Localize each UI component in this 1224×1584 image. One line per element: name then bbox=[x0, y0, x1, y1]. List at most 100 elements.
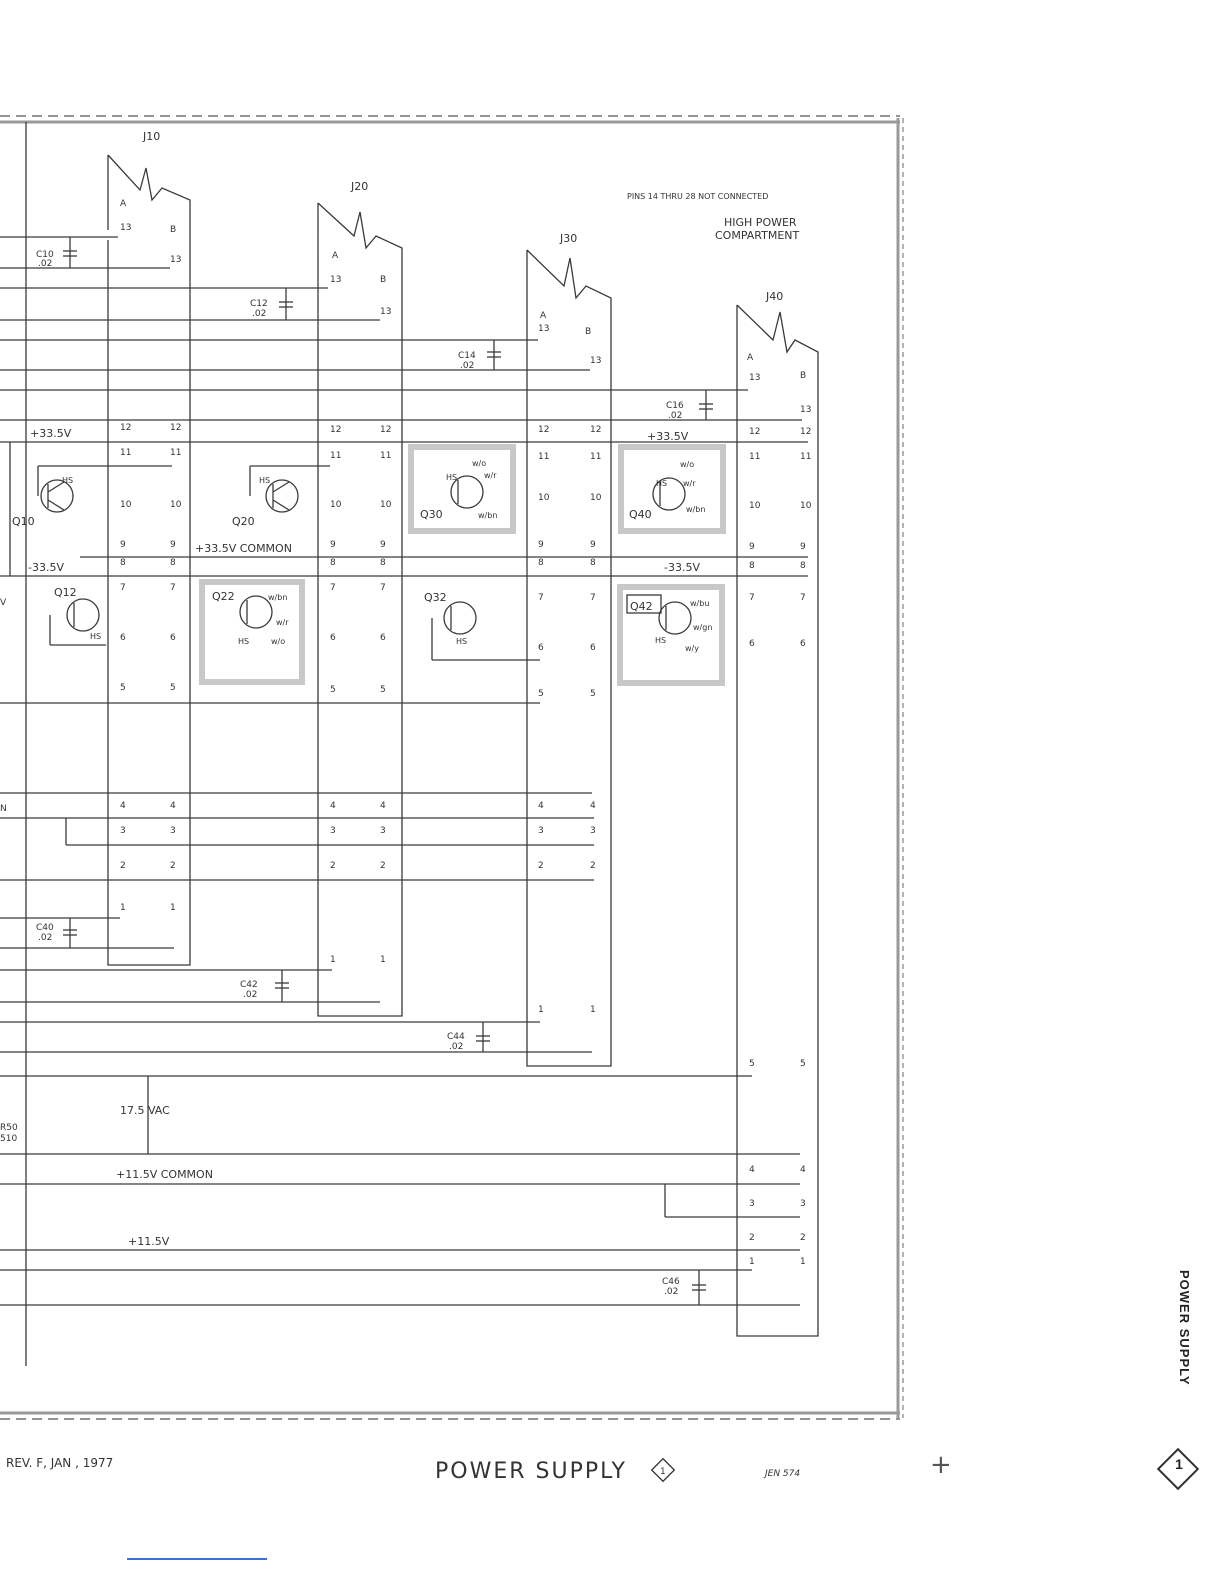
j10-pin-b-4: 4 bbox=[170, 801, 176, 811]
j30-pin-b-13: 13 bbox=[590, 356, 601, 366]
transistor-q40: Q40 HS w/o w/r w/bn bbox=[629, 460, 705, 521]
j20-pin-a-3: 3 bbox=[330, 826, 336, 836]
j30-pin-b-3: 3 bbox=[590, 826, 596, 836]
j10-pin-a-5: 5 bbox=[120, 683, 126, 693]
c44-value: .02 bbox=[449, 1042, 463, 1052]
connector-j30: J30 A B bbox=[526, 232, 612, 1067]
j20-pin-a-2: 2 bbox=[330, 861, 336, 871]
j30-pin-b-9: 9 bbox=[590, 540, 596, 550]
q22-wire-wr: w/r bbox=[276, 618, 289, 627]
j20-pin-a-6: 6 bbox=[330, 633, 336, 643]
j10-pin-b-7: 7 bbox=[170, 583, 176, 593]
drawing-code: JEN 574 bbox=[763, 1469, 800, 1479]
q20-label: Q20 bbox=[232, 515, 255, 528]
q30-wire-wbn: w/bn bbox=[478, 511, 497, 520]
transistor-q12: Q12 HS bbox=[49, 586, 106, 646]
j40-pin-b-3: 3 bbox=[800, 1199, 806, 1209]
j10-pin-b-8: 8 bbox=[170, 558, 176, 568]
j30-pin-b-4: 4 bbox=[590, 801, 596, 811]
q22-wire-wbn: w/bn bbox=[268, 593, 287, 602]
j40-pin-b-1: 1 bbox=[800, 1257, 806, 1267]
j10-pin-a-4: 4 bbox=[120, 801, 126, 811]
j20-pin-b-2: 2 bbox=[380, 861, 386, 871]
j40-pin-b-4: 4 bbox=[800, 1165, 806, 1175]
q30-wire-wo: w/o bbox=[472, 459, 486, 468]
capacitor-c14: C14 .02 bbox=[458, 340, 501, 371]
c14-value: .02 bbox=[460, 361, 474, 371]
j40-pin-a-6: 6 bbox=[749, 639, 755, 649]
j30-pin-b-11: 11 bbox=[590, 452, 601, 462]
q30-hs: HS bbox=[446, 473, 457, 482]
j20-pin-b-5: 5 bbox=[380, 685, 386, 695]
j20-pin-b-4: 4 bbox=[380, 801, 386, 811]
partial-label-on: N bbox=[0, 804, 7, 814]
c12-value: .02 bbox=[252, 309, 266, 319]
j30-pin-a-5: 5 bbox=[538, 689, 544, 699]
j30-pin-a-7: 7 bbox=[538, 593, 544, 603]
q20-hs: HS bbox=[259, 476, 270, 485]
rail-common33: +33.5V COMMON bbox=[195, 542, 292, 555]
j10-pin-b-13: 13 bbox=[170, 255, 181, 265]
j30-pin-a-4: 4 bbox=[538, 801, 544, 811]
revision-note: REV. F, JAN , 1977 bbox=[6, 1456, 113, 1470]
rail-wiring bbox=[0, 441, 808, 1306]
j10-pin-a-8: 8 bbox=[120, 558, 126, 568]
j20-pin-a-10: 10 bbox=[330, 500, 342, 510]
j30-pin-b-12: 12 bbox=[590, 425, 601, 435]
connector-j20: J20 A B bbox=[317, 180, 403, 1017]
q42-wire-wbu: w/bu bbox=[690, 599, 709, 608]
j30-pin-a-3: 3 bbox=[538, 826, 544, 836]
transistor-q30: Q30 HS w/o w/r w/bn bbox=[420, 459, 497, 521]
q40-label: Q40 bbox=[629, 508, 652, 521]
j40-pin-a-2: 2 bbox=[749, 1233, 755, 1243]
capacitor-c40: C40 .02 bbox=[36, 918, 77, 948]
c46-value: .02 bbox=[664, 1287, 678, 1297]
j10-pin-a-6: 6 bbox=[120, 633, 126, 643]
transistor-q32: Q32 HS bbox=[424, 591, 540, 661]
q10-hs: HS bbox=[62, 476, 73, 485]
rail-vac: 17.5 VAC bbox=[120, 1104, 170, 1117]
j20-side-a: A bbox=[332, 251, 339, 261]
c16-value: .02 bbox=[668, 411, 682, 421]
j20-pin-a-8: 8 bbox=[330, 558, 336, 568]
j40-pin-a-8: 8 bbox=[749, 561, 755, 571]
capacitor-c16: C16 .02 bbox=[666, 390, 713, 421]
compartment-label-line1: HIGH POWER bbox=[724, 216, 797, 229]
c10-value: .02 bbox=[38, 259, 52, 269]
j40-pin-b-8: 8 bbox=[800, 561, 806, 571]
j30-pin-b-5: 5 bbox=[590, 689, 596, 699]
j30-pin-a-13: 13 bbox=[538, 324, 549, 334]
j30-side-a: A bbox=[540, 311, 547, 321]
c10-label: C10 bbox=[36, 250, 54, 260]
transistor-q42: Q42 HS w/bu w/gn w/y bbox=[626, 594, 712, 653]
j20-pin-a-13: 13 bbox=[330, 275, 341, 285]
j10-pin-b-10: 10 bbox=[170, 500, 182, 510]
j30-pin-b-7: 7 bbox=[590, 593, 596, 603]
j10-pin-b-3: 3 bbox=[170, 826, 176, 836]
j40-pin-b-11: 11 bbox=[800, 452, 811, 462]
j10-pin-b-11: 11 bbox=[170, 448, 181, 458]
compartment-label-line2: COMPARTMENT bbox=[715, 229, 800, 242]
j20-pin-b-3: 3 bbox=[380, 826, 386, 836]
j40-pin-b-5: 5 bbox=[800, 1059, 806, 1069]
j30-pin-b-6: 6 bbox=[590, 643, 596, 653]
capacitor-c12: C12 .02 bbox=[250, 288, 293, 320]
q12-hs: HS bbox=[90, 632, 101, 641]
partial-label-r50: R50 bbox=[0, 1123, 18, 1133]
j20-pin-b-9: 9 bbox=[380, 540, 386, 550]
pin13-wiring bbox=[0, 236, 802, 421]
j30-pin-a-6: 6 bbox=[538, 643, 544, 653]
c42-label: C42 bbox=[240, 980, 258, 990]
j40-pin-a-9: 9 bbox=[749, 542, 755, 552]
j10-pin-a-13: 13 bbox=[120, 223, 131, 233]
j10-pin-b-1: 1 bbox=[170, 903, 176, 913]
j10-pin-a-10: 10 bbox=[120, 500, 132, 510]
connector-j40: J40 A B bbox=[736, 290, 819, 1337]
j40-pin-b-10: 10 bbox=[800, 501, 812, 511]
j40-pin-b-12: 12 bbox=[800, 427, 811, 437]
c46-label: C46 bbox=[662, 1277, 680, 1287]
j10-pin-a-9: 9 bbox=[120, 540, 126, 550]
q40-wire-wbn: w/bn bbox=[686, 505, 705, 514]
j40-side-a: A bbox=[747, 353, 754, 363]
j40-pin-b-7: 7 bbox=[800, 593, 806, 603]
